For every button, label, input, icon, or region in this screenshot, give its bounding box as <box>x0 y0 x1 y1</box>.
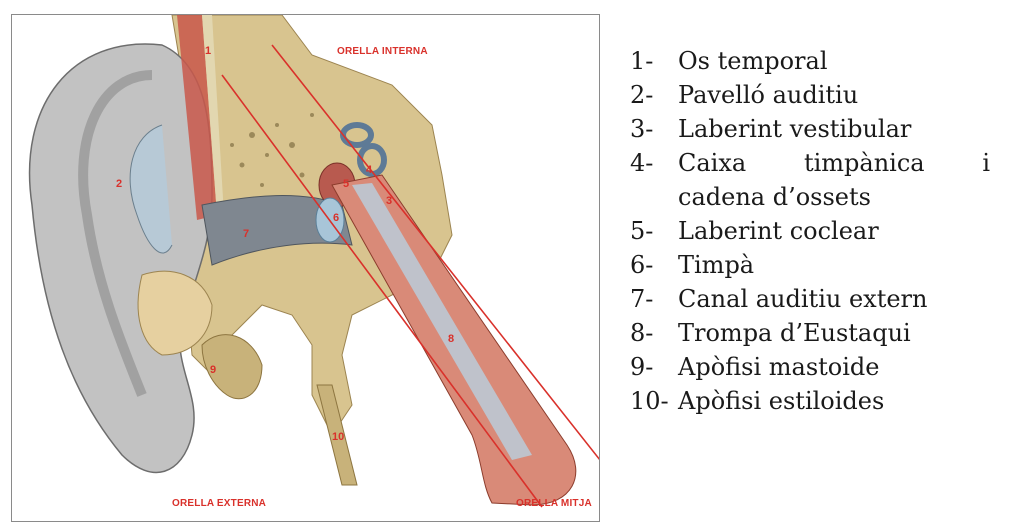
legend-label: Laberint vestibular <box>678 112 990 146</box>
legend-label-line2: cadena d’ossets <box>678 180 990 214</box>
legend-label: Laberint coclear <box>678 214 990 248</box>
legend-number: 7- <box>630 282 678 316</box>
legend-label: Caixa timpànica i cadena d’ossets <box>678 146 990 214</box>
region-label-external: ORELLA EXTERNA <box>172 498 266 509</box>
number-label-6: 6 <box>333 212 339 224</box>
number-label-10: 10 <box>332 431 344 443</box>
legend-label: Trompa d’Eustaqui <box>678 316 990 350</box>
legend-item-4: 4- Caixa timpànica i cadena d’ossets <box>630 146 990 214</box>
legend-label-word: Caixa <box>678 146 746 180</box>
number-label-7: 7 <box>243 228 249 240</box>
legend-label: Pavelló auditiu <box>678 78 990 112</box>
legend-number: 2- <box>630 78 678 112</box>
legend-number: 1- <box>630 44 678 78</box>
legend-number: 8- <box>630 316 678 350</box>
legend-number: 9- <box>630 350 678 384</box>
legend-item-3: 3- Laberint vestibular <box>630 112 990 146</box>
legend-number: 5- <box>630 214 678 248</box>
ear-illustration <box>12 15 600 522</box>
legend-number: 4- <box>630 146 678 214</box>
number-label-5: 5 <box>343 178 349 190</box>
legend-label: Timpà <box>678 248 990 282</box>
legend-list: 1- Os temporal 2- Pavelló auditiu 3- Lab… <box>630 44 990 418</box>
ear-anatomy-figure: ORELLA INTERNA ORELLA EXTERNA ORELLA MIT… <box>11 14 600 522</box>
region-label-internal: ORELLA INTERNA <box>337 46 428 57</box>
legend-label-line1: Caixa timpànica i <box>678 146 990 180</box>
legend-item-9: 9- Apòfisi mastoide <box>630 350 990 384</box>
number-label-8: 8 <box>448 333 454 345</box>
legend-number: 3- <box>630 112 678 146</box>
number-label-1: 1 <box>205 45 211 57</box>
legend-label: Apòfisi estiloides <box>678 384 990 418</box>
legend-item-5: 5- Laberint coclear <box>630 214 990 248</box>
legend-item-6: 6- Timpà <box>630 248 990 282</box>
number-label-9: 9 <box>210 364 216 376</box>
number-label-2: 2 <box>116 178 122 190</box>
region-label-middle: ORELLA MITJA <box>516 498 592 509</box>
legend-label: Canal auditiu extern <box>678 282 990 316</box>
legend-number: 10- <box>630 384 678 418</box>
auricle-shape <box>30 44 212 472</box>
legend-label-word: i <box>982 146 990 180</box>
legend-item-8: 8- Trompa d’Eustaqui <box>630 316 990 350</box>
legend-number: 6- <box>630 248 678 282</box>
number-label-3: 3 <box>386 195 392 207</box>
legend-item-7: 7- Canal auditiu extern <box>630 282 990 316</box>
legend-label-word: timpànica <box>804 146 925 180</box>
legend-item-2: 2- Pavelló auditiu <box>630 78 990 112</box>
number-label-4: 4 <box>366 164 372 176</box>
legend-item-10: 10- Apòfisi estiloides <box>630 384 990 418</box>
legend-label: Apòfisi mastoide <box>678 350 990 384</box>
legend-item-1: 1- Os temporal <box>630 44 990 78</box>
legend-label: Os temporal <box>678 44 990 78</box>
